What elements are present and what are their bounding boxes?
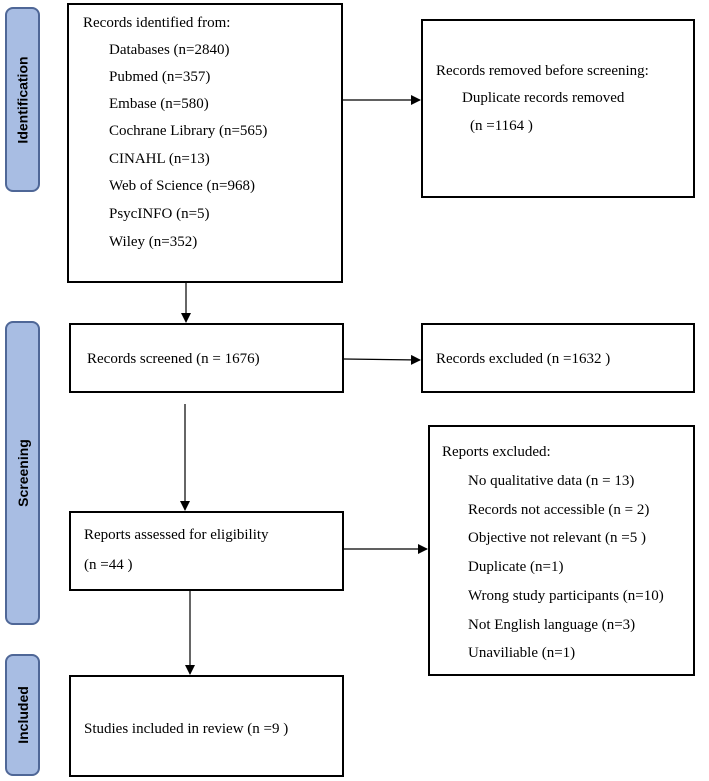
records-screened-box: Records screened (n = 1676) xyxy=(69,323,344,393)
source-cochrane: Cochrane Library (n=565) xyxy=(109,123,268,139)
records-removed-heading: Records removed before screening: xyxy=(436,63,649,79)
records-identified-heading: Records identified from: xyxy=(83,15,231,31)
source-cinahl: CINAHL (n=13) xyxy=(109,151,210,167)
reports-assessed-count: (n =44 ) xyxy=(84,557,133,573)
reason-unavailable: Unaviliable (n=1) xyxy=(468,645,576,661)
reports-excluded-heading: Reports excluded: xyxy=(442,444,551,460)
source-wiley: Wiley (n=352) xyxy=(109,234,198,250)
studies-included-text: Studies included in review (n =9 ) xyxy=(84,721,289,737)
records-excluded-text: Records excluded (n =1632 ) xyxy=(436,351,611,367)
reason-objective-not-relevant: Objective not relevant (n =5 ) xyxy=(468,530,646,546)
studies-included-box: Studies included in review (n =9 ) xyxy=(69,675,344,777)
records-excluded-box: Records excluded (n =1632 ) xyxy=(421,323,695,393)
source-embase: Embase (n=580) xyxy=(109,96,209,112)
arrow-screened-to-excluded xyxy=(343,354,421,365)
records-identified-box: Records identified from: Databases (n=28… xyxy=(67,3,343,283)
stage-tab-screening: Screening xyxy=(5,321,40,625)
duplicate-records-count: (n =1164 ) xyxy=(470,118,533,134)
stage-tab-identification: Identification xyxy=(5,7,40,192)
reason-no-qualitative-data: No qualitative data (n = 13) xyxy=(468,473,635,489)
reason-duplicate: Duplicate (n=1) xyxy=(468,559,564,575)
stage-tab-included: Included xyxy=(5,654,40,776)
reports-assessed-box: Reports assessed for eligibility (n =44 … xyxy=(69,511,344,591)
records-removed-box: Records removed before screening: Duplic… xyxy=(421,19,695,198)
source-pubmed: Pubmed (n=357) xyxy=(109,69,211,85)
reports-assessed-label: Reports assessed for eligibility xyxy=(84,527,269,543)
reason-wrong-participants: Wrong study participants (n=10) xyxy=(468,588,664,604)
records-screened-text: Records screened (n = 1676) xyxy=(87,351,260,367)
duplicate-records-label: Duplicate records removed xyxy=(462,90,625,106)
source-psycinfo: PsycINFO (n=5) xyxy=(109,206,210,222)
source-web-of-science: Web of Science (n=968) xyxy=(109,178,255,194)
source-databases: Databases (n=2840) xyxy=(109,42,230,58)
reason-not-english: Not English language (n=3) xyxy=(468,617,636,633)
reports-excluded-box: Reports excluded: No qualitative data (n… xyxy=(428,425,695,676)
reason-not-accessible: Records not accessible (n = 2) xyxy=(468,502,650,518)
